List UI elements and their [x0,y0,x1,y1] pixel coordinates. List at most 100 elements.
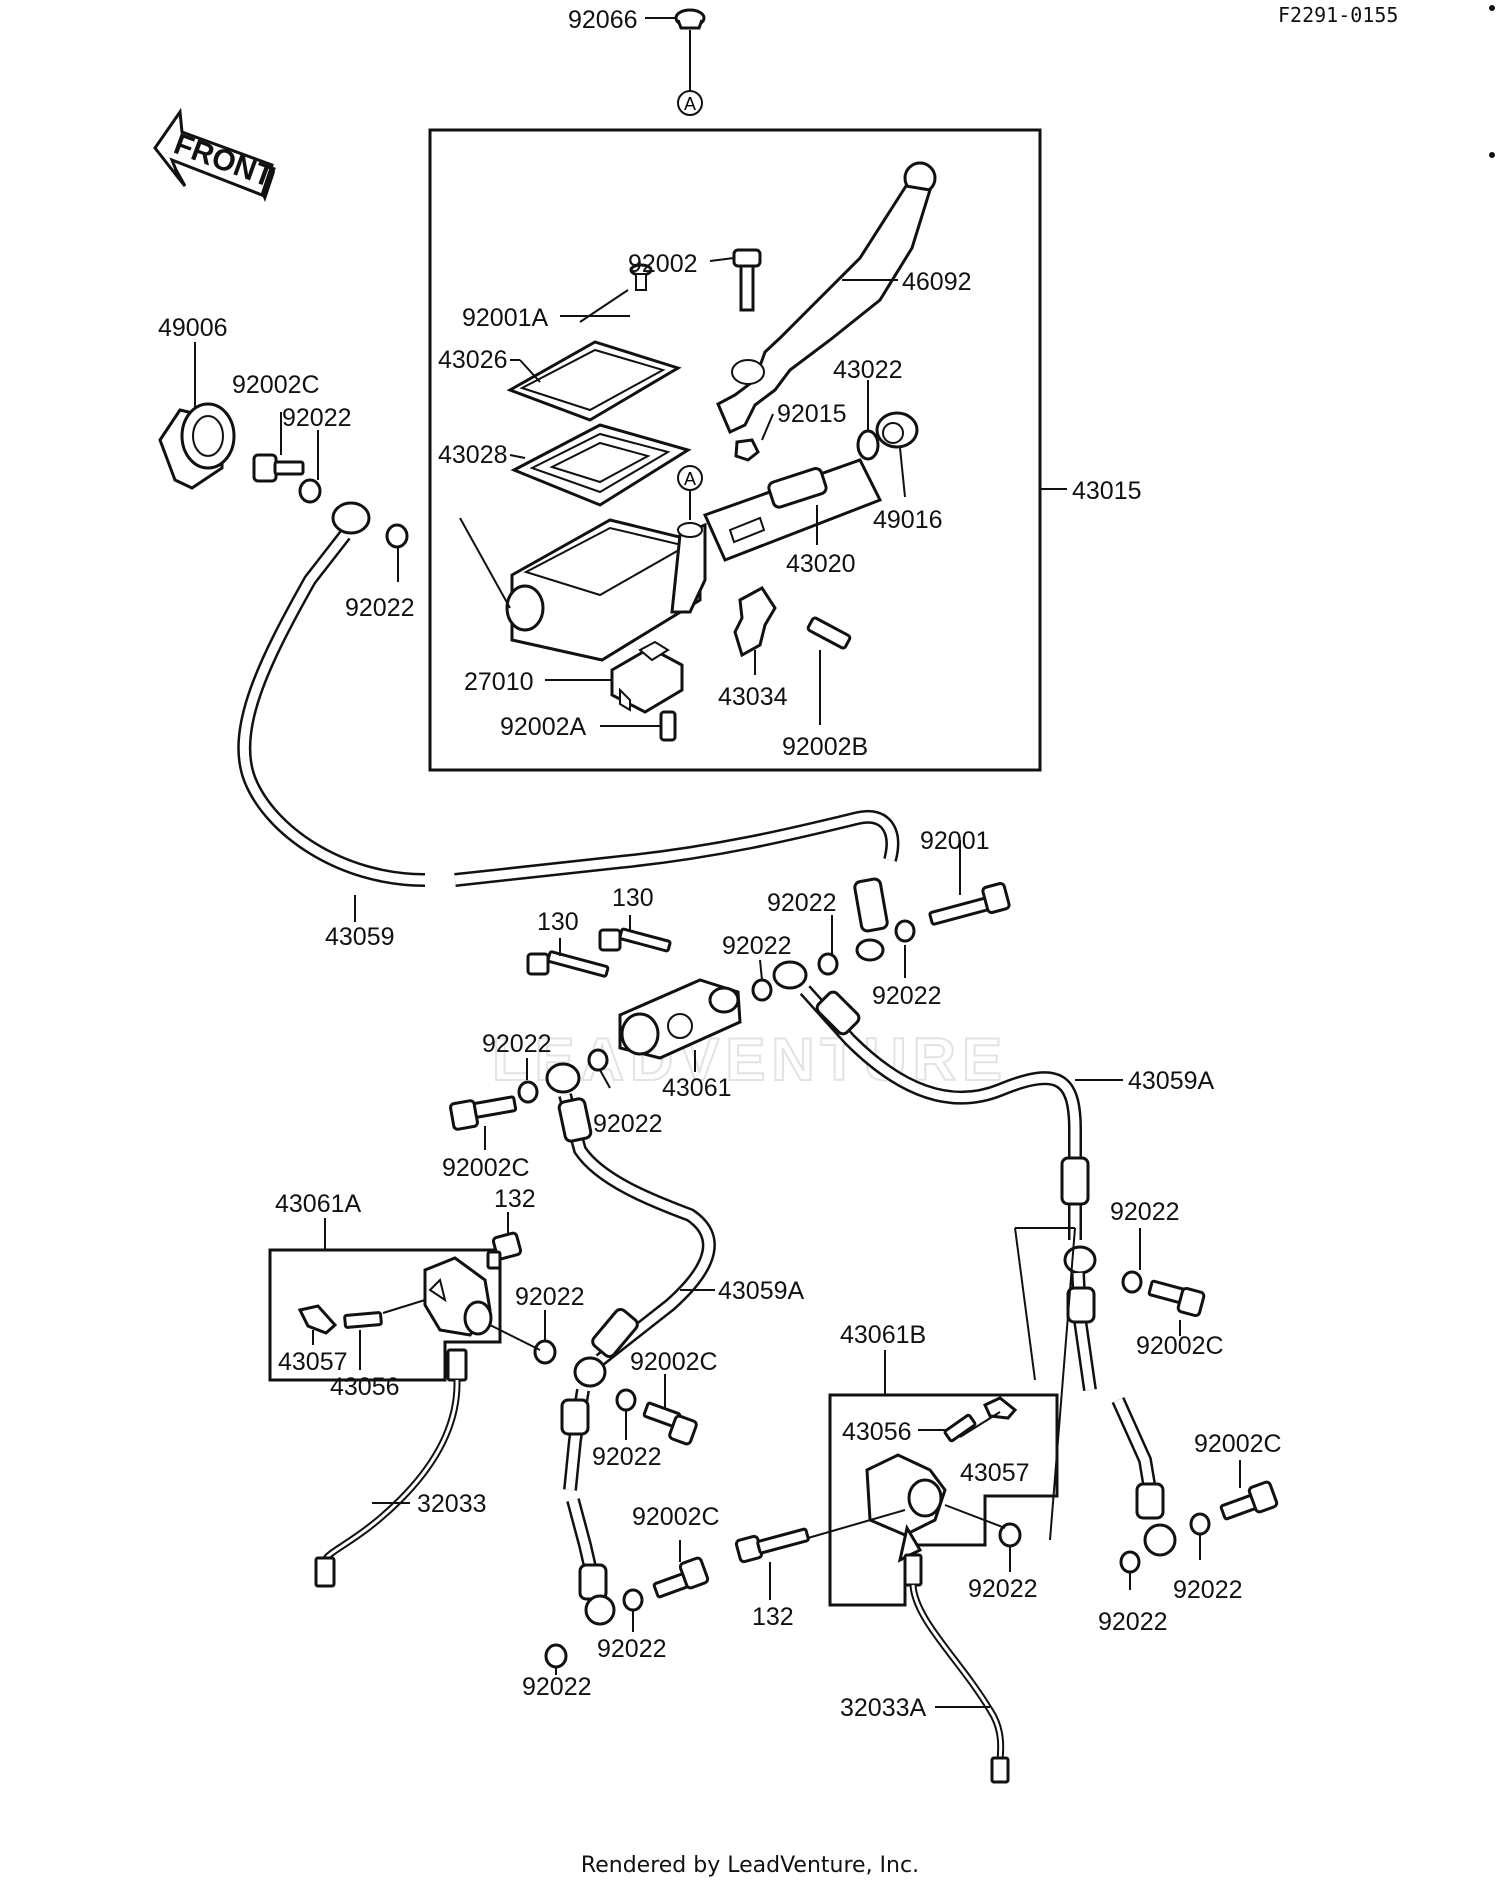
washer-92022-r1 [1121,1270,1143,1294]
box-43061B [828,1393,1059,1607]
callout-92002C-tl: 92002C [232,371,320,399]
callout-43059A-r: 43059A [1128,1067,1215,1095]
callout-43015: 43015 [1072,477,1142,505]
piston-kit-43020 [702,458,883,562]
front-arrow-icon: FRONT [153,107,278,202]
ferrule-c [815,990,861,1036]
cap-43057-b [983,1396,1018,1420]
callout-92022-c3: 92022 [767,889,837,917]
callout-92022-m4: 92022 [522,1673,592,1701]
screw-92001A [629,263,653,291]
callout-92022-tl: 92022 [282,404,352,432]
ferrule-r3 [1066,1286,1096,1324]
bolt-130-b [598,927,672,953]
callout-43020: 43020 [786,550,856,578]
pipe-32033 [314,1348,468,1588]
callout-43022: 43022 [833,356,903,384]
bolt-92001 [928,881,1011,926]
callout-92022-b1: 92022 [968,1575,1038,1603]
callout-92022-m3: 92022 [597,1635,667,1663]
callout-92002A: 92002A [500,713,587,741]
bolt-92002C-r2 [1219,1480,1279,1521]
joint-43061A [423,1256,493,1337]
bleeder-43056-b [943,1413,977,1443]
pipe-32033A [903,1553,1010,1784]
hose-43059 [237,530,426,887]
callout-43059: 43059 [325,923,395,951]
bolt-92002C-m [642,1401,698,1446]
margin-dot [1489,5,1495,11]
washer-92022-r2 [1189,1512,1211,1536]
callout-32033A: 32033A [840,1694,927,1722]
circle-marker-a-body [677,465,703,491]
clamp-43034 [733,586,777,658]
reference-code: F2291-0155 [1278,3,1398,27]
washer-92022-tl [298,478,322,504]
washer-92022-c3 [817,952,839,976]
bolt-92002B [806,616,852,650]
reservoir-body [505,518,707,662]
banjo-fitting-tl [331,501,371,535]
callout-92022-c4: 92022 [722,932,792,960]
callout-92022-r3: 92022 [1098,1608,1168,1636]
ferrule-r4 [1135,1482,1165,1520]
bolt-92002C-m2 [652,1556,710,1599]
banjo-fitting-r2 [1063,1245,1097,1275]
callout-92022-r2: 92022 [1173,1576,1243,1604]
ferrule-r [853,877,889,933]
washer-92022-m1 [533,1339,557,1365]
bleeder-43056-a [343,1311,383,1329]
nut-92015 [734,438,760,462]
callout-43026: 43026 [438,346,508,374]
callout-43061B: 43061B [840,1321,926,1349]
callout-92022-r1: 92022 [1110,1198,1180,1226]
bolt-132-a [486,1231,523,1270]
bolt-132-b [734,1527,810,1564]
banjo-fitting-r [855,938,885,962]
callout-32033: 32033 [417,1490,487,1518]
switch-27010 [610,640,684,714]
callout-92002C-m2: 92002C [632,1503,720,1531]
callout-92002C-r1: 92002C [1136,1332,1224,1360]
callout-27010: 27010 [464,668,534,696]
callout-92022-m1: 92022 [515,1283,585,1311]
margin-dot [1489,152,1495,158]
ferrule-m3 [560,1398,590,1436]
washer-92022-c1 [517,1080,539,1104]
callout-92002C-m: 92002C [630,1348,718,1376]
circle-marker-a: A [684,94,696,114]
callout-92002C-c: 92002C [442,1154,530,1182]
callout-43057-b: 43057 [960,1459,1030,1487]
banjo-fitting-m1 [545,1062,581,1094]
washer-92022-c5 [587,1048,609,1072]
callout-46092: 46092 [902,268,972,296]
ferrule-m2 [591,1307,639,1359]
banjo-fitting-c [772,960,808,990]
box-43015 [428,128,1042,772]
screw-92002A [659,710,677,742]
callout-43061A: 43061A [275,1190,362,1218]
lever-46092 [716,161,937,435]
cover-49006 [158,402,236,490]
callout-92066: 92066 [568,6,638,34]
callout-92022-c2: 92022 [872,982,942,1010]
cap-43057-a [297,1304,338,1335]
callout-49016: 49016 [873,506,943,534]
callout-92002C-r2: 92002C [1194,1430,1282,1458]
callout-43061: 43061 [662,1074,732,1102]
cap-92066: A [674,8,706,116]
washer-92022-tl2 [385,523,409,549]
callout-43059A-m: 43059A [718,1277,805,1305]
ferrule-m4 [578,1563,608,1601]
footer-credit: Rendered by LeadVenture, Inc. [581,1853,919,1878]
callout-92001A: 92001A [462,304,549,332]
callout-49006: 49006 [158,314,228,342]
bolt-92002 [732,248,762,312]
washer-92022-m4 [544,1643,568,1669]
callout-92002: 92002 [628,250,698,278]
callout-132-b: 132 [752,1603,794,1631]
callout-43028: 43028 [438,441,508,469]
callout-130-b: 130 [612,884,654,912]
clip-43022 [856,429,880,461]
